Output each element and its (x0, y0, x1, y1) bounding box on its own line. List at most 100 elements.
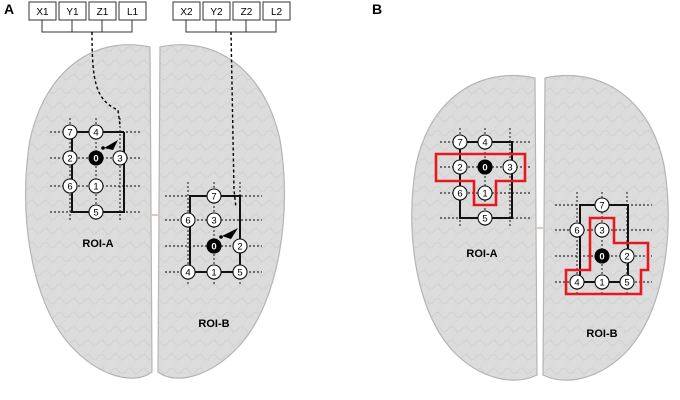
node: 5 (232, 264, 248, 280)
node-label: 5 (237, 268, 242, 279)
brain-image (411, 74, 669, 381)
center-marker-roi-a (101, 146, 105, 150)
node-label: 2 (237, 242, 242, 253)
brain-image (24, 44, 286, 379)
node: 4 (569, 274, 585, 290)
node: 7 (452, 134, 468, 150)
node-label: 6 (185, 216, 190, 227)
center-marker-roi-b (219, 235, 223, 239)
node-label: 6 (67, 182, 72, 193)
node-label: 4 (574, 278, 579, 289)
coord-box-z2: Z2 (232, 1, 261, 21)
node-label: 5 (482, 214, 487, 225)
coord-box-l1: L1 (118, 1, 147, 21)
node-label: 0 (93, 154, 98, 165)
node: 3 (112, 150, 128, 166)
panel-a: A X1 Y1 Z1 L1 X2 (4, 1, 291, 379)
node: 3 (594, 222, 610, 238)
roi-a-nodes: 7 4 2 0 3 6 1 5 (452, 134, 518, 226)
coord-box-l1-label: L1 (127, 7, 139, 18)
panel-letter-b: B (372, 1, 382, 17)
node: 6 (62, 178, 78, 194)
node: 4 (477, 134, 493, 150)
node-label: 3 (211, 216, 216, 227)
node: 6 (569, 222, 585, 238)
node-center: 0 (88, 150, 104, 166)
roi-b-nodes: 7 6 3 0 2 4 1 5 (569, 197, 635, 290)
node: 1 (477, 185, 493, 201)
roi-b-label: ROI-B (586, 328, 617, 340)
node: 1 (594, 274, 610, 290)
node: 6 (180, 212, 196, 228)
node: 6 (452, 185, 468, 201)
node-label: 3 (599, 226, 604, 237)
node: 3 (206, 212, 222, 228)
coord-box-group: X1 Y1 Z1 L1 X2 Y2 (28, 1, 291, 33)
node-label: 5 (93, 208, 98, 219)
node-label: 1 (93, 182, 98, 193)
connector-roi-a (91, 31, 121, 127)
node-center: 0 (594, 248, 610, 264)
node-center: 0 (477, 159, 493, 175)
coord-box-x1-label: X1 (36, 7, 49, 18)
panel-letter-a: A (4, 1, 14, 17)
roi-a-nodes: 7 4 2 0 3 6 1 5 (62, 124, 128, 220)
node: 7 (206, 188, 222, 204)
roi-b-highlight (564, 216, 650, 296)
coord-box-l2: L2 (262, 1, 291, 21)
node-label: 2 (457, 163, 462, 174)
node-label: 5 (624, 278, 629, 289)
roi-a-label: ROI-A (466, 248, 497, 260)
node-label: 4 (93, 128, 98, 139)
node: 2 (619, 248, 635, 264)
coord-box-z1-label: Z1 (97, 7, 109, 18)
node-label: 1 (211, 268, 216, 279)
node-label: 7 (457, 138, 462, 149)
bracket-roi-a (41, 20, 133, 33)
roi-a-highlight (434, 152, 527, 207)
coord-box-y2: Y2 (202, 1, 231, 21)
arrowhead-roi-a (104, 140, 118, 150)
node: 2 (232, 238, 248, 254)
node: 1 (88, 178, 104, 194)
node-label: 6 (457, 189, 462, 200)
node: 3 (502, 159, 518, 175)
node: 5 (477, 210, 493, 226)
node-label: 7 (211, 192, 216, 203)
node-label: 0 (211, 242, 216, 253)
coord-box-x1: X1 (28, 1, 57, 21)
node-label: 7 (599, 201, 604, 212)
node: 4 (88, 124, 104, 140)
node: 7 (62, 124, 78, 140)
coord-box-y1: Y1 (58, 1, 87, 21)
node: 5 (619, 274, 635, 290)
coord-box-z1: Z1 (88, 1, 117, 21)
node: 2 (452, 159, 468, 175)
node-label: 4 (185, 268, 190, 279)
roi-a-label: ROI-A (82, 238, 113, 250)
coord-box-x2: X2 (172, 1, 201, 21)
node-label: 2 (67, 154, 72, 165)
node: 5 (88, 204, 104, 220)
node: 1 (206, 264, 222, 280)
coord-box-y2-label: Y2 (210, 7, 223, 18)
node-label: 3 (507, 163, 512, 174)
node-label: 1 (599, 278, 604, 289)
coord-box-l2-label: L2 (271, 7, 283, 18)
node-center: 0 (206, 238, 222, 254)
node-label: 4 (482, 138, 487, 149)
bracket-roi-b (185, 20, 277, 33)
roi-b-nodes: 7 6 3 0 2 4 1 5 (180, 188, 248, 280)
node: 4 (180, 264, 196, 280)
node: 7 (594, 197, 610, 213)
node-label: 2 (624, 252, 629, 263)
node: 2 (62, 150, 78, 166)
node-label: 0 (599, 252, 604, 263)
coord-box-z2-label: Z2 (241, 7, 253, 18)
node-label: 6 (574, 226, 579, 237)
roi-b-label: ROI-B (198, 318, 229, 330)
node-label: 3 (117, 154, 122, 165)
arrowhead-roi-b (222, 228, 238, 239)
node-label: 1 (482, 189, 487, 200)
